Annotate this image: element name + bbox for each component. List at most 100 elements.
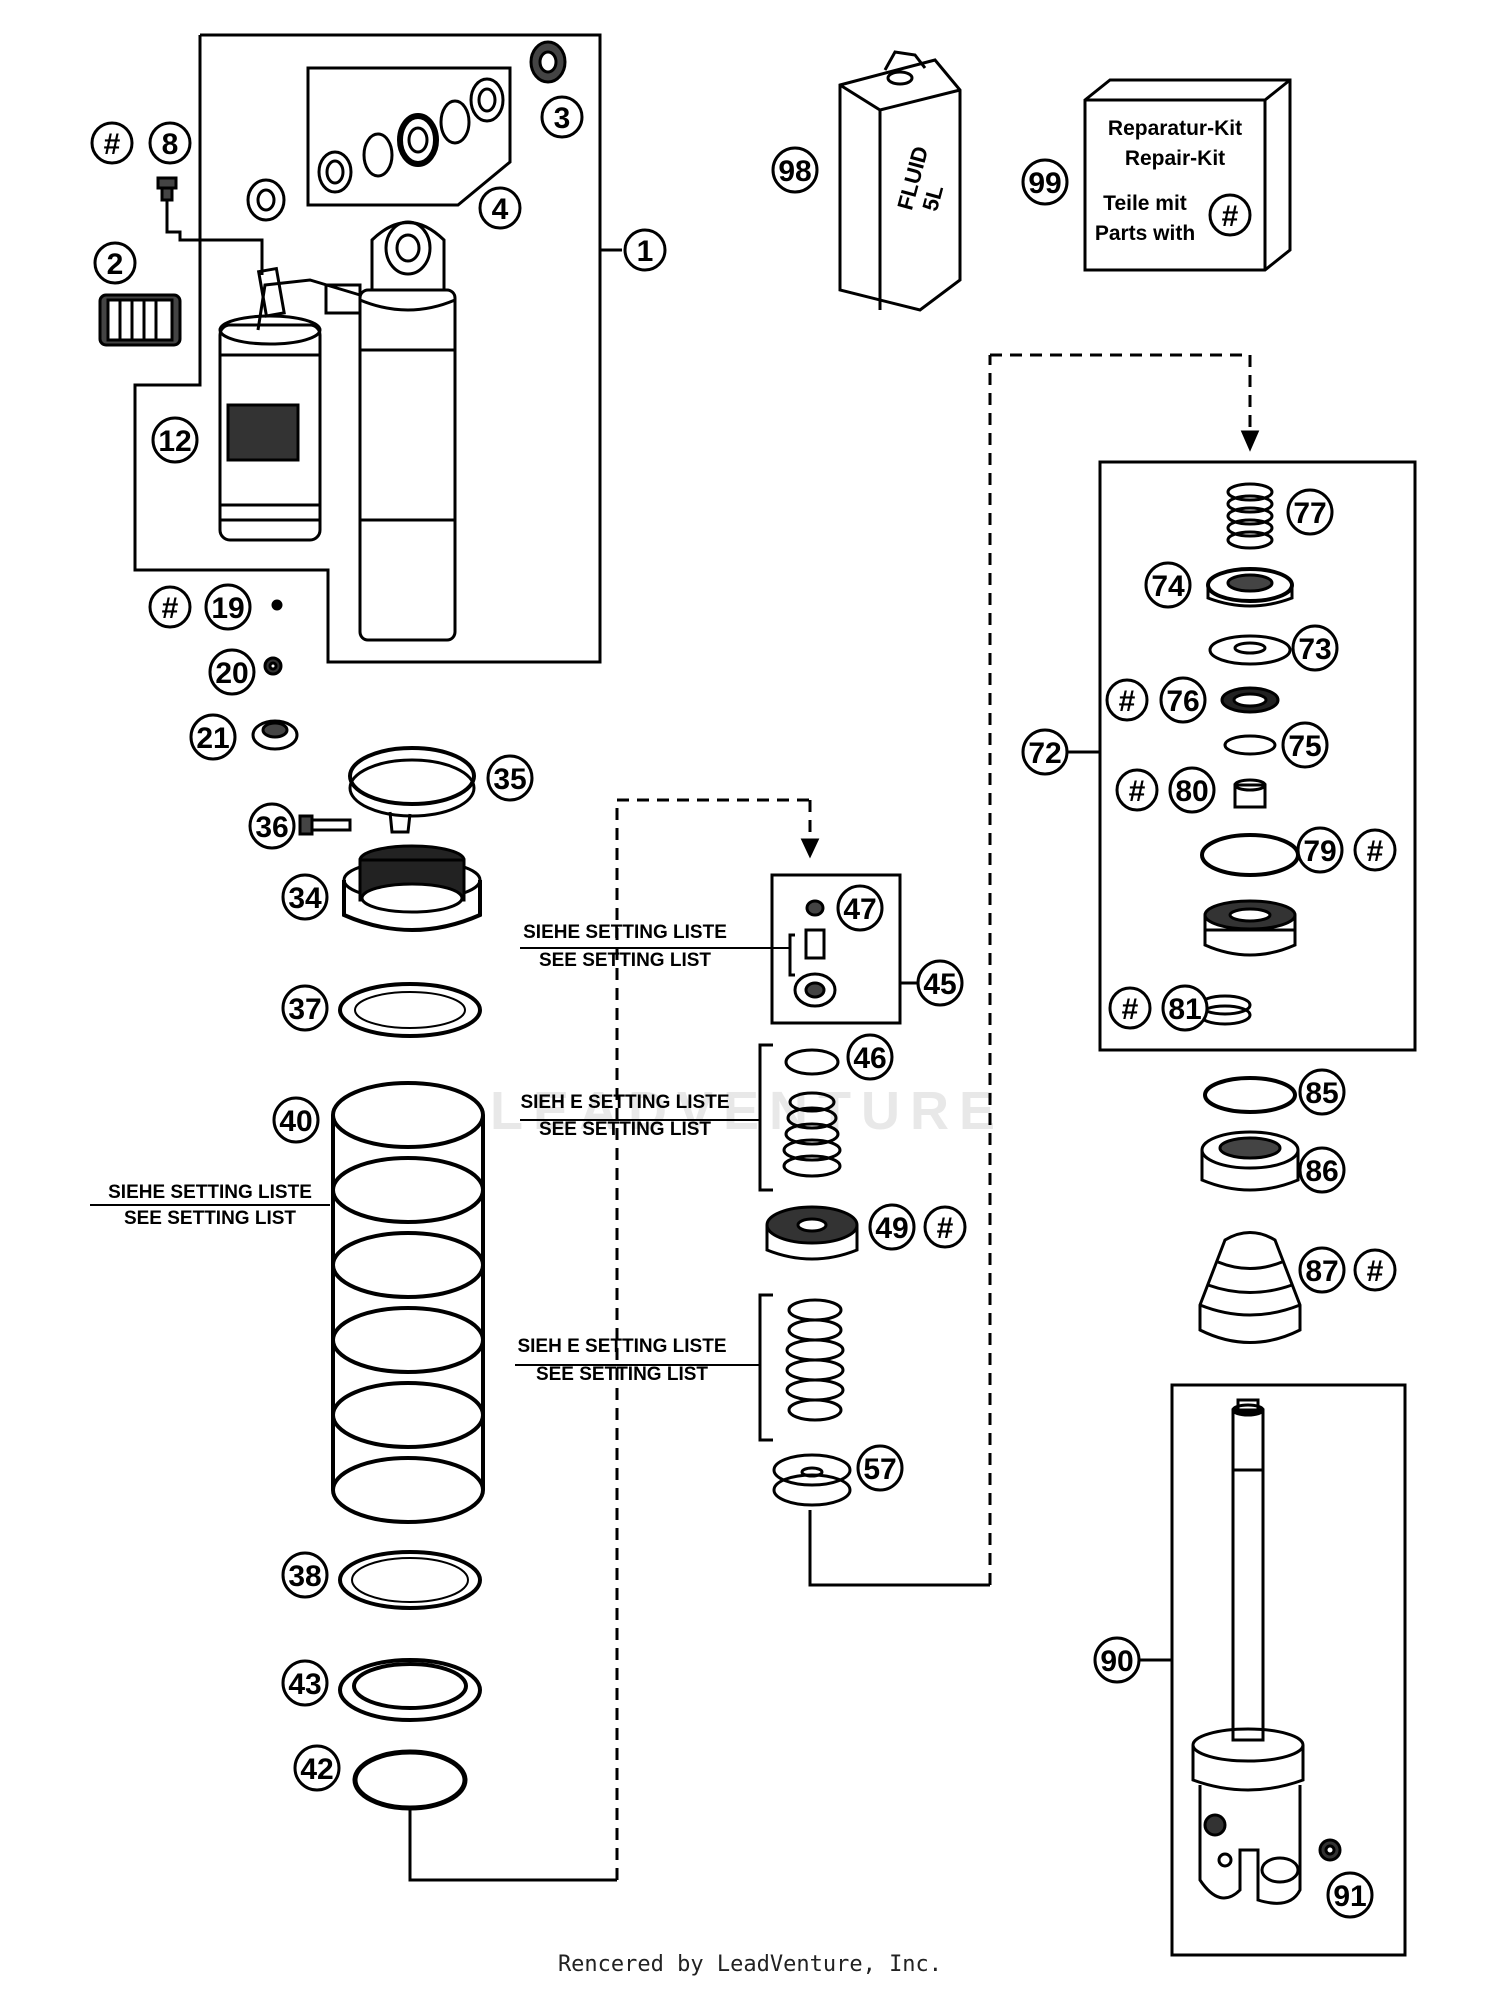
callout-99: 99	[1021, 158, 1069, 206]
callout-85: 85	[1298, 1068, 1346, 1116]
callout-8: 8	[148, 121, 192, 165]
callout-76: 76	[1159, 676, 1207, 724]
callout-hash-8: #	[90, 121, 134, 165]
item-91-nut	[1318, 1838, 1342, 1862]
item-21-nut	[251, 719, 299, 751]
callout-46: 46	[846, 1033, 894, 1081]
callout-35: 35	[486, 754, 534, 802]
item-85-circlip	[1203, 1076, 1297, 1114]
callout-hash-79: #	[1353, 828, 1397, 872]
svg-text:38: 38	[288, 1560, 321, 1593]
svg-text:#: #	[1367, 835, 1384, 868]
svg-text:72: 72	[1028, 737, 1061, 770]
setting-label-de-2: SIEH E SETTING LISTE	[520, 1092, 729, 1113]
svg-text:1: 1	[637, 235, 654, 268]
item-99-kit-box	[1083, 78, 1292, 272]
item-43-ring	[338, 1658, 482, 1722]
shock-body	[358, 220, 457, 642]
arrow-to-45	[800, 838, 820, 859]
nut-in-assembly	[246, 178, 286, 222]
svg-text:85: 85	[1305, 1077, 1338, 1110]
svg-text:#: #	[1222, 200, 1239, 233]
svg-text:3: 3	[554, 102, 571, 135]
seal-head	[1203, 899, 1297, 957]
callout-90: 90	[1093, 1636, 1141, 1684]
item-2-adjuster	[98, 293, 182, 347]
callout-43: 43	[281, 1659, 329, 1707]
callout-79: 79	[1296, 826, 1344, 874]
item-49-piston	[765, 1205, 859, 1261]
item-36-bolt	[298, 814, 352, 836]
svg-text:20: 20	[215, 657, 248, 690]
svg-text:98: 98	[778, 155, 811, 188]
item-20-nut	[263, 656, 283, 676]
setting-label-de-1: SIEHE SETTING LISTE	[523, 922, 727, 943]
shim-stack-lower	[785, 1298, 845, 1422]
callout-3: 3	[540, 95, 584, 139]
kit-line-3: Teile mit	[1103, 192, 1187, 215]
assembly-1-outline	[133, 33, 602, 664]
callout-37: 37	[281, 984, 329, 1032]
svg-text:79: 79	[1303, 835, 1336, 868]
callout-98: 98	[771, 146, 819, 194]
item-46-washer	[784, 1048, 840, 1076]
leader-8	[165, 200, 264, 275]
item-57-washer	[772, 1453, 852, 1507]
svg-text:34: 34	[288, 882, 322, 915]
item-35-clamp-ring	[348, 746, 476, 834]
setting-label-en-1: SEE SETTING LIST	[539, 950, 711, 971]
svg-text:45: 45	[923, 968, 956, 1001]
svg-text:19: 19	[211, 592, 244, 625]
reservoir	[218, 266, 362, 542]
watermark: LEADVENTURE	[490, 1081, 1006, 1141]
svg-text:91: 91	[1333, 1880, 1366, 1913]
svg-text:80: 80	[1175, 775, 1208, 808]
svg-text:4: 4	[492, 193, 509, 226]
item-75-ring	[1223, 734, 1277, 756]
footer-credit: Rencered by LeadVenture, Inc.	[557, 1952, 943, 1977]
svg-text:#: #	[162, 592, 179, 625]
bracket-45	[788, 933, 795, 977]
svg-text:#: #	[937, 1212, 954, 1245]
svg-text:#: #	[1122, 993, 1139, 1026]
callout-hash-76: #	[1105, 678, 1149, 722]
svg-text:86: 86	[1305, 1155, 1338, 1188]
item-87-bumper	[1198, 1231, 1302, 1344]
svg-text:42: 42	[300, 1753, 333, 1786]
item-90-piston-rod	[1191, 1398, 1305, 1905]
item-19-ball	[271, 599, 283, 611]
svg-text:#: #	[1129, 775, 1146, 808]
callout-1: 1	[623, 228, 667, 272]
svg-text:#: #	[1367, 1255, 1384, 1288]
svg-text:12: 12	[158, 425, 191, 458]
callout-36: 36	[248, 802, 296, 850]
item-98-fluid-can	[838, 50, 962, 312]
item-90-box	[1170, 1383, 1407, 1957]
callout-20: 20	[208, 648, 256, 696]
svg-text:46: 46	[853, 1042, 886, 1075]
callout-75: 75	[1281, 721, 1329, 769]
item-74-cap	[1206, 567, 1294, 608]
fluid-can-volume: 5L	[917, 182, 948, 213]
setting-label-de-3: SIEHE SETTING LISTE	[108, 1182, 312, 1203]
callout-74: 74	[1144, 561, 1192, 609]
leader-42-to-path	[408, 1808, 617, 1882]
svg-text:73: 73	[1298, 633, 1331, 666]
callout-38: 38	[281, 1551, 329, 1599]
item-40-spring	[331, 1081, 485, 1524]
item-47-valve	[793, 899, 837, 1008]
seal-kit-rings	[317, 77, 505, 194]
callout-40: 40	[272, 1096, 320, 1144]
item-3-seal	[529, 40, 567, 84]
callout-80: 80	[1168, 766, 1216, 814]
svg-text:21: 21	[196, 722, 229, 755]
svg-text:57: 57	[863, 1453, 896, 1486]
svg-text:90: 90	[1100, 1645, 1133, 1678]
svg-text:76: 76	[1166, 685, 1199, 718]
bracket-lower	[758, 1293, 773, 1442]
callout-12: 12	[151, 416, 199, 464]
svg-text:75: 75	[1288, 730, 1321, 763]
